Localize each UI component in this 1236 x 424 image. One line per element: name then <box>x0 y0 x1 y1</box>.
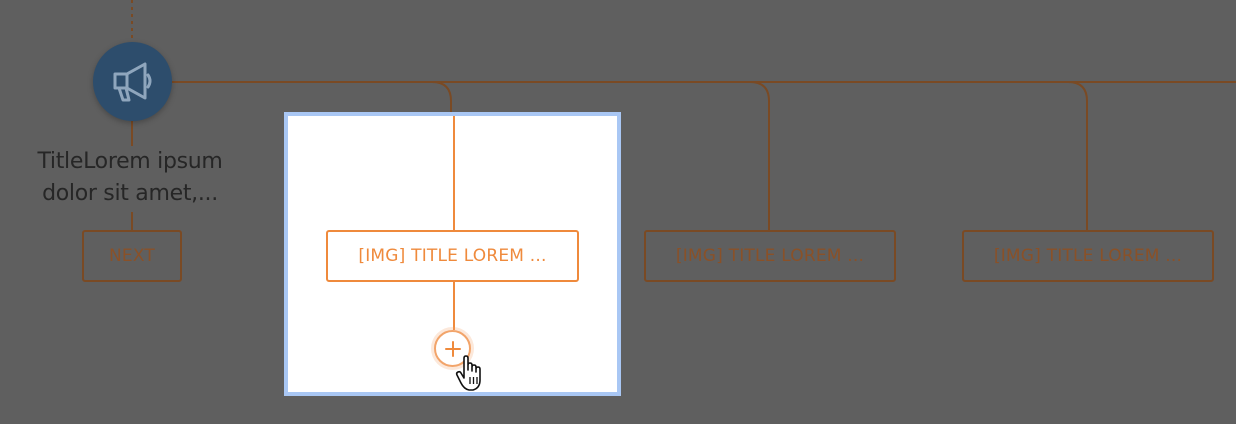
branch-connector-1 <box>431 81 452 112</box>
branch-connector-top <box>453 116 455 230</box>
next-step-button[interactable]: NEXT <box>82 230 182 282</box>
megaphone-icon <box>113 62 152 102</box>
branch-connector-bottom <box>453 282 455 330</box>
plus-icon <box>444 340 461 357</box>
branch-connector-2 <box>749 81 770 230</box>
trigger-node[interactable] <box>93 42 172 121</box>
trigger-title: TitleLorem ipsum dolor sit amet,... <box>37 149 223 206</box>
branch-node-1[interactable]: [IMG] TITLE LOREM ... <box>326 230 579 282</box>
add-step-button[interactable] <box>434 330 471 367</box>
branch-connector-3 <box>1067 81 1088 230</box>
selected-branch-panel: [IMG] TITLE LOREM ... <box>284 112 621 396</box>
branch-node-2[interactable]: [IMG] TITLE LOREM ... <box>644 230 896 282</box>
branch-node-3[interactable]: [IMG] TITLE LOREM ... <box>962 230 1214 282</box>
